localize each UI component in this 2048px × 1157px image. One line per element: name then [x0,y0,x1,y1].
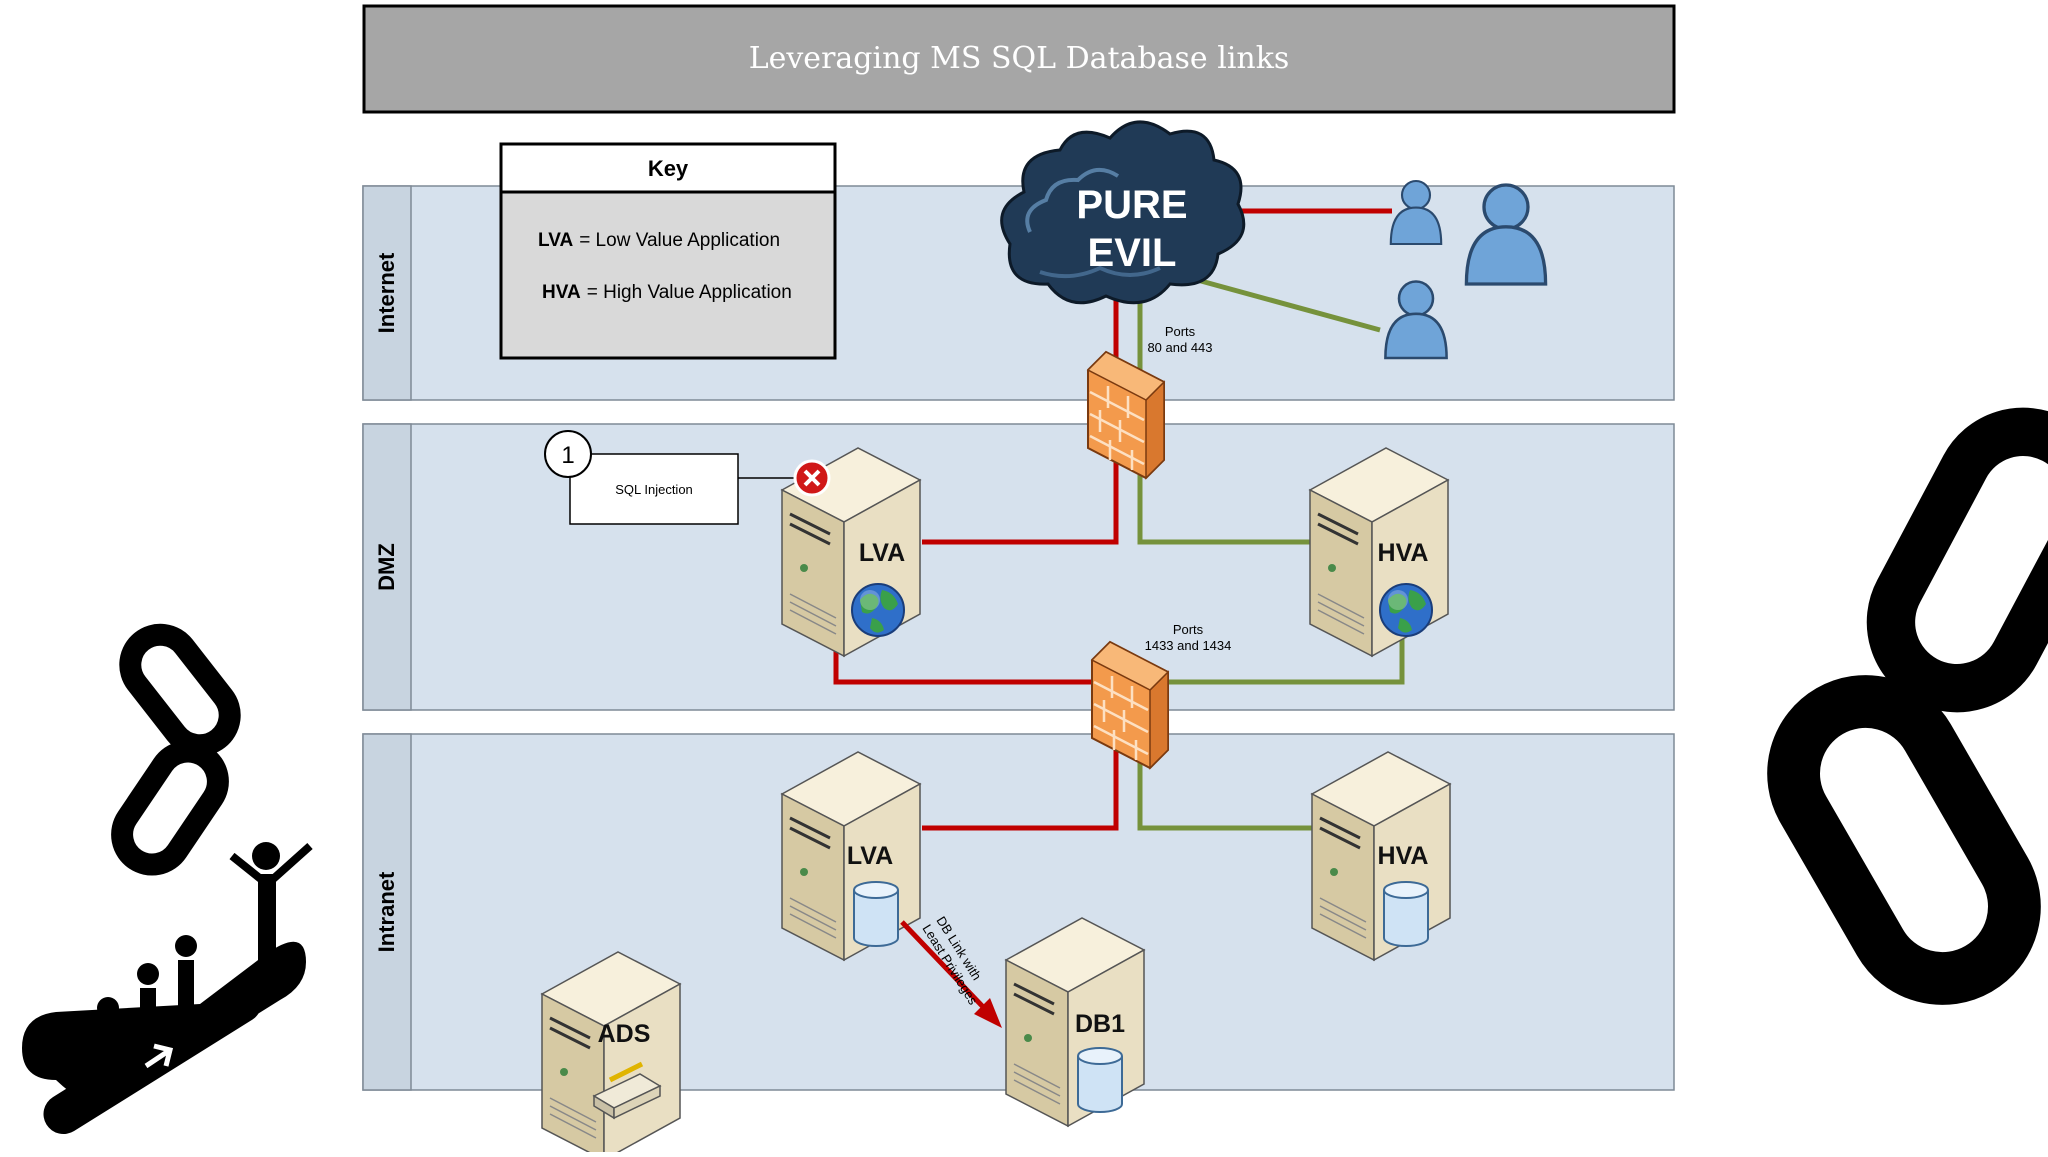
directory-device-icon [592,1061,662,1120]
server-db1: DB1 [1004,916,1146,1128]
cloud-label-line2: EVIL [1088,231,1177,275]
server-label: LVA [847,842,893,870]
escalator-icon [22,842,313,1135]
server-ads: ADS [540,950,682,1157]
server-label: ADS [598,1020,651,1048]
server-intranet-lva: LVA [780,750,922,962]
key-abbr-lva: LVA [538,230,573,251]
globe-icon [1379,583,1433,637]
cloud-label-line1: PURE [1076,183,1187,227]
zone-label-dmz: DMZ [374,543,399,591]
database-icon [1077,1047,1123,1113]
callout-number: 1 [561,442,574,469]
key-text-lva: = Low Value Application [579,230,780,251]
chain-link-icon [1767,409,2048,1005]
legit-line-cloud-user [1189,275,1381,333]
globe-icon [851,583,905,637]
server-label: LVA [859,539,905,567]
callout-text: SQL Injection [615,482,693,497]
key-line-lva: LVA = Low Value Application [538,230,780,251]
key-line-hva: HVA = High Value Application [542,282,792,303]
ports-web-line1: Ports [1165,324,1196,339]
database-icon [1383,881,1429,947]
key-text-hva: = High Value Application [587,282,792,303]
key-abbr-hva: HVA [542,282,581,303]
ports-sql-line1: Ports [1173,622,1204,637]
server-intranet-hva: HVA [1310,750,1452,962]
title-bar [362,4,1676,114]
ports-sql-line2: 1433 and 1434 [1145,638,1232,653]
key-box: Key LVA = Low Value Application HVA = High… [499,142,837,360]
diagram-title: Leveraging MS SQL Database links [749,41,1290,76]
ports-web-line2: 80 and 443 [1147,340,1212,355]
zone-label-internet: Internet [374,252,399,333]
zone-label-intranet: Intranet [374,871,399,952]
server-label: HVA [1378,539,1429,567]
server-dmz-hva: HVA [1308,446,1450,658]
server-label: DB1 [1075,1010,1125,1038]
key-heading: Key [648,156,689,181]
database-icon [853,881,899,947]
server-dmz-lva: LVA [780,446,922,658]
server-label: HVA [1378,842,1429,870]
sql-injection-callout: SQL Injection 1 [544,430,800,525]
chain-link-icon [110,623,241,877]
cloud-icon: PURE EVIL [1000,120,1246,305]
error-icon [793,459,831,497]
